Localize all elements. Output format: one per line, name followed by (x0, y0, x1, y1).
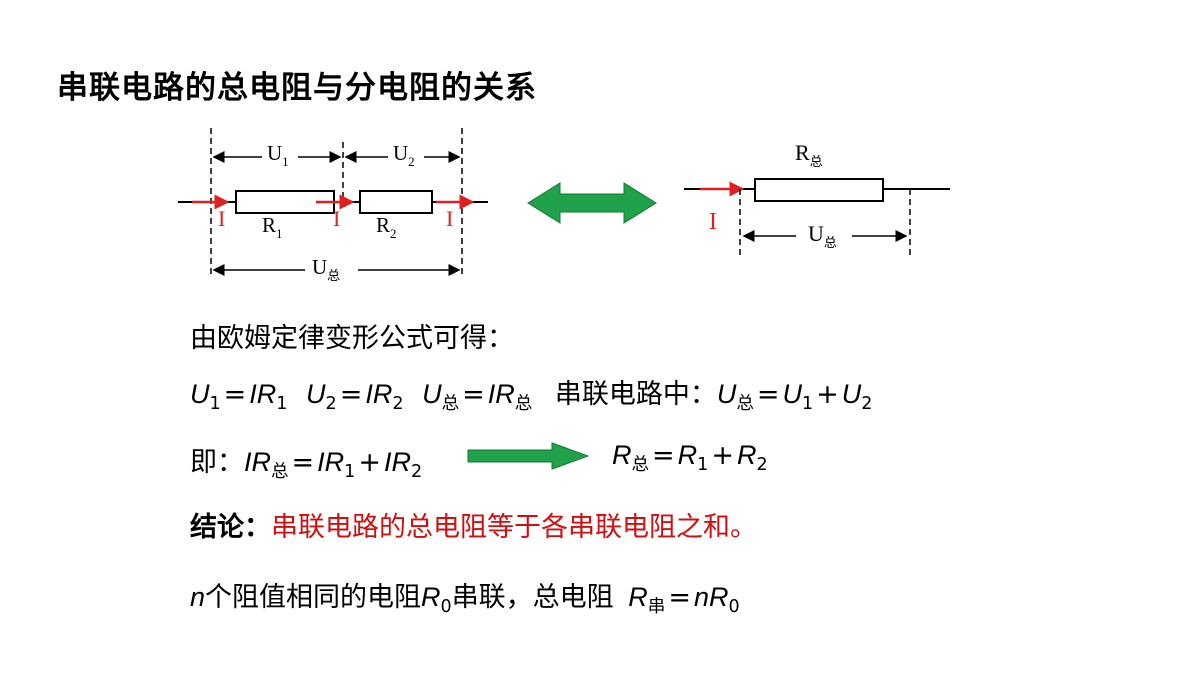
r1-label: R (262, 213, 276, 237)
intro-text: 由欧姆定律变形公式可得： (190, 323, 514, 354)
current-label-1: I (218, 206, 225, 231)
svg-text:U总: U总 (312, 255, 340, 284)
r2-label: R (376, 213, 390, 237)
implication-arrow (467, 442, 590, 470)
u-total-label: U (312, 255, 327, 279)
svg-text:R总: R总 (795, 140, 823, 170)
equation-line-1: U1=IR1 U2=IR2 U总=IR总 串联电路中：U总=U1+U2 (190, 379, 873, 415)
resistor-r-total (754, 178, 884, 202)
resistor-r2 (359, 190, 433, 214)
svg-text:U1: U1 (267, 141, 289, 169)
equation-line-2-left: 即：IR总=IR1+IR2 (190, 447, 423, 483)
svg-text:R1: R1 (262, 213, 283, 241)
current-label-2: I (333, 206, 340, 231)
conclusion-label: 结论： (190, 512, 271, 543)
svg-text:R2: R2 (376, 213, 397, 241)
equation-line-2-right: R总=R1+R2 (612, 440, 768, 476)
svg-text:U总: U总 (808, 221, 837, 251)
r-total-label: R (795, 140, 810, 165)
equivalent-circuit: R总 I U总 (684, 140, 950, 258)
current-label-3: I (446, 206, 453, 231)
u-total-label-right: U (808, 221, 824, 246)
conclusion: 结论：串联电路的总电阻等于各串联电阻之和。 (190, 505, 757, 544)
conclusion-text: 串联电路的总电阻等于各串联电阻之和。 (271, 512, 757, 543)
current-label-right: I (709, 209, 717, 235)
series-circuit: U1 U2 R1 R2 U总 I I I (178, 128, 488, 284)
identical-resistors-line: n个阻值相同的电阻R0串联，总电阻 R串=nR0 (190, 582, 740, 618)
equivalence-double-arrow (527, 182, 657, 224)
u1-label: U (267, 141, 282, 165)
page-title: 串联电路的总电阻与分电阻的关系 (57, 70, 537, 106)
series-text: 串联电路中： (554, 379, 717, 410)
u2-label: U (393, 141, 408, 165)
svg-text:U2: U2 (393, 141, 415, 169)
